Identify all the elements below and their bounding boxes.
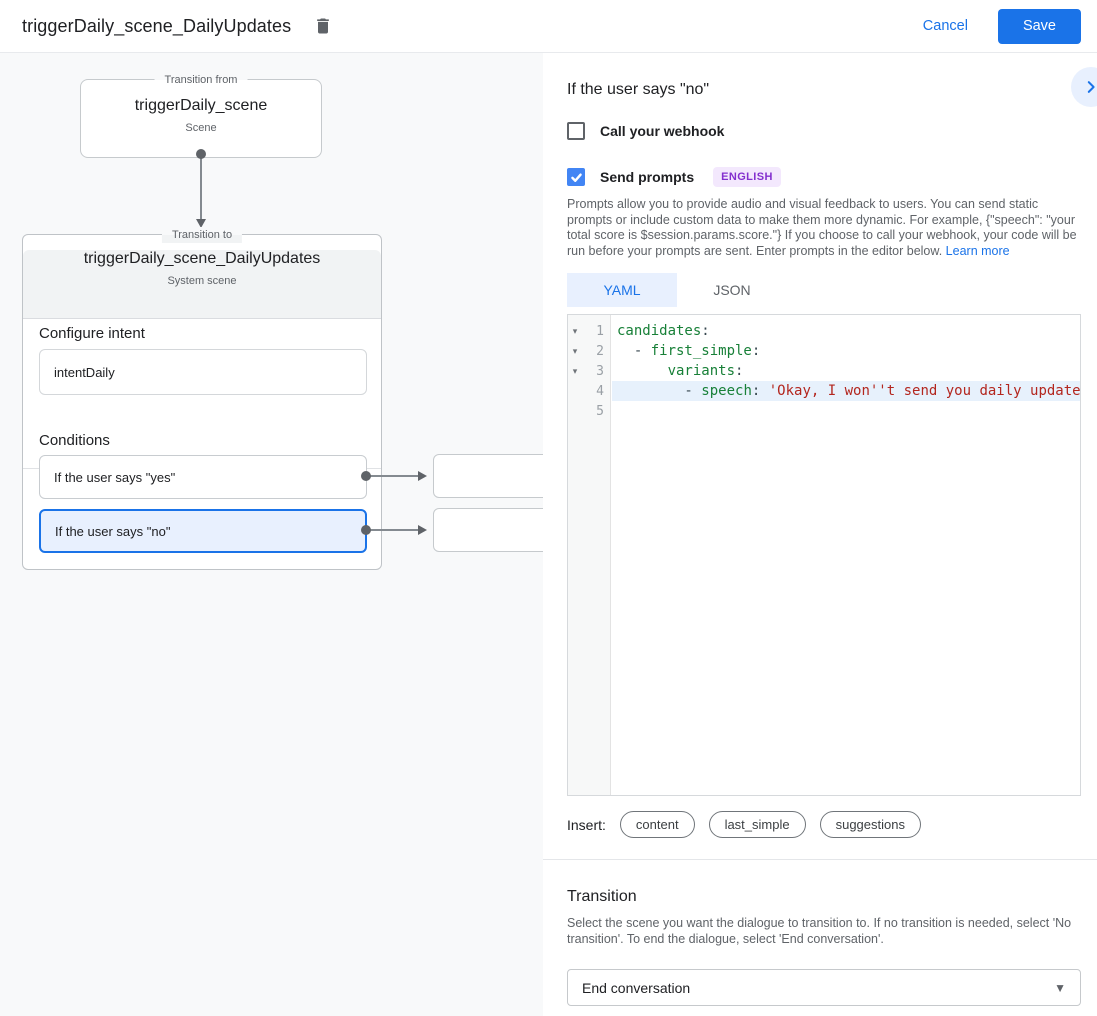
prompts-description: Prompts allow you to provide audio and v… [567,197,1081,260]
prompts-description-text: Prompts allow you to provide audio and v… [567,197,1077,259]
conditions-label: Conditions [39,432,110,449]
gutter-row: ▾3 [568,361,610,381]
tab-json[interactable]: JSON [713,282,751,298]
scene-flow-canvas: Transition from triggerDaily_scene Scene… [0,53,543,1016]
page-title: triggerDaily_scene_DailyUpdates [22,15,292,36]
save-button[interactable]: Save [997,8,1081,44]
insert-chip-suggestions[interactable]: suggestions [819,811,921,838]
transition-from-legend: Transition from [154,72,248,88]
from-scene-name: triggerDaily_scene [134,97,268,114]
call-webhook-checkbox[interactable] [567,122,585,140]
connector-dot [196,149,206,159]
fold-toggle-icon[interactable]: ▾ [572,366,578,376]
connector-line [366,475,418,477]
arrow-down-icon [196,219,206,228]
send-prompts-row: Send prompts ENGLISH [567,167,781,187]
delete-scene-button[interactable] [311,14,335,38]
code-line [612,401,1080,421]
transition-description: Select the scene you want the dialogue t… [567,916,1072,946]
prompt-code-editor[interactable]: ▾1 ▾2 ▾3 ▾4 ▾5 candidates: - first_simpl… [567,314,1081,796]
collapse-panel-button[interactable] [1071,67,1097,107]
gutter-row: ▾4 [568,381,610,401]
line-number: 1 [596,323,604,339]
to-scene-type: System scene [167,275,237,287]
condition-row-yes[interactable]: If the user says "yes" [39,455,367,499]
transition-select-value: End conversation [582,979,691,996]
send-prompts-label: Send prompts [600,169,695,185]
condition-target-node[interactable] [433,454,543,498]
code-line: variants: [667,363,744,379]
connector-dot [361,525,371,535]
panel-title: If the user says "no" [567,81,710,98]
check-icon [570,172,582,182]
code-line: candidates: [617,323,710,339]
trash-icon [317,18,330,34]
transition-to-legend: Transition to [161,227,243,243]
line-number: 4 [596,383,604,399]
editor-format-tabs: YAML JSON [567,273,787,307]
code-line: - speech: 'Okay, I won''t send you daily… [612,381,1080,401]
insert-chip-content[interactable]: content [619,811,695,838]
editor-code-area[interactable]: candidates: - first_simple: variants: - … [612,315,1080,795]
connector-line [366,529,418,531]
transition-to-node: Transition to triggerDaily_scene_DailyUp… [22,227,382,570]
insert-label: Insert: [567,816,606,833]
condition-row-no[interactable]: If the user says "no" [39,509,367,553]
to-scene-header[interactable]: triggerDaily_scene_DailyUpdates System s… [23,250,381,319]
line-number: 5 [596,403,604,419]
app-header: triggerDaily_scene_DailyUpdates Cancel S… [0,0,1097,53]
transition-from-node[interactable]: Transition from triggerDaily_scene Scene [80,72,322,158]
learn-more-link[interactable]: Learn more [945,244,1010,259]
gutter-row: ▾5 [568,401,610,421]
gutter-row: ▾1 [568,321,610,341]
send-prompts-checkbox[interactable] [567,168,585,186]
transition-section-title: Transition [567,888,637,905]
header-actions: Cancel Save [913,8,1081,44]
arrow-right-icon [418,471,427,481]
webhook-row: Call your webhook [567,122,724,140]
insert-row: Insert: content last_simple suggestions [567,811,921,838]
language-badge: ENGLISH [713,167,781,187]
connector-dot [361,471,371,481]
fold-toggle-icon[interactable]: ▾ [572,346,578,356]
intent-field[interactable]: intentDaily [39,349,367,395]
to-scene-name: triggerDaily_scene_DailyUpdates [83,250,321,267]
call-webhook-label: Call your webhook [600,123,725,139]
line-number: 3 [596,363,604,379]
configure-intent-label: Configure intent [39,325,145,342]
cancel-button[interactable]: Cancel [922,18,968,34]
tab-yaml[interactable]: YAML [567,273,677,307]
chevron-right-icon [1087,81,1095,93]
connector-line [200,158,202,220]
fold-toggle-icon[interactable]: ▾ [572,326,578,336]
condition-detail-panel: If the user says "no" Call your webhook … [543,53,1097,1016]
code-line: - first_simple: [617,343,761,359]
gutter-row: ▾2 [568,341,610,361]
panel-divider [543,859,1097,860]
condition-target-node[interactable] [433,508,543,552]
condition-label: If the user says "no" [55,523,171,539]
from-scene-type: Scene [185,122,217,134]
dropdown-caret-icon: ▼ [1054,980,1066,995]
arrow-right-icon [418,525,427,535]
intent-value: intentDaily [54,364,115,380]
condition-label: If the user says "yes" [54,469,176,485]
transition-select[interactable]: End conversation ▼ [567,969,1081,1006]
editor-gutter: ▾1 ▾2 ▾3 ▾4 ▾5 [568,315,611,795]
insert-chip-last-simple[interactable]: last_simple [708,811,806,838]
line-number: 2 [596,343,604,359]
